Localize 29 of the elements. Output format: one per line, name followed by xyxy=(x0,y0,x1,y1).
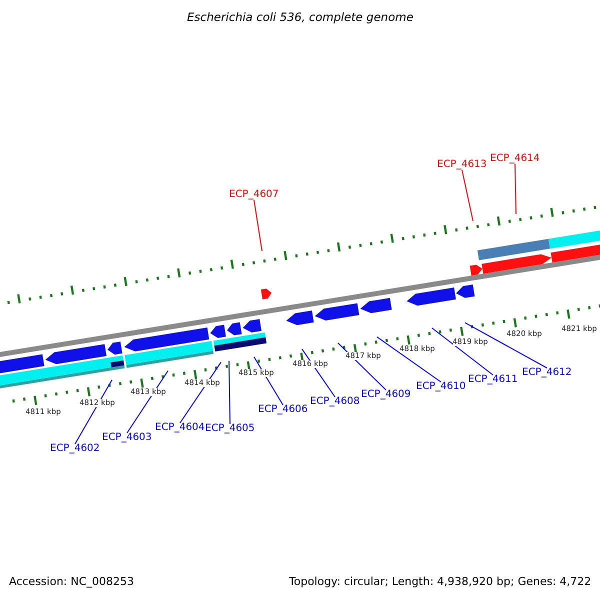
gene-label: ECP_4614 xyxy=(490,154,540,164)
gene-label: ECP_4609 xyxy=(361,390,411,400)
gene-label: ECP_4608 xyxy=(310,397,360,407)
gene-label: ECP_4603 xyxy=(102,433,152,443)
gene-label: ECP_4604 xyxy=(155,423,205,433)
gene-label: ECP_4610 xyxy=(416,382,466,392)
gene-label: ECP_4612 xyxy=(522,368,572,378)
gene-label: ECP_4607 xyxy=(229,190,279,200)
title: Escherichia coli 536, complete genome xyxy=(187,12,414,24)
leader-line xyxy=(254,356,284,406)
leader-line xyxy=(462,170,474,222)
leader-line xyxy=(376,336,442,382)
leader-line xyxy=(228,360,230,424)
gene-label: ECP_4602 xyxy=(50,444,100,454)
gene-label: ECP_4611 xyxy=(468,375,518,385)
leader-line xyxy=(514,164,516,214)
gene-label: ECP_4606 xyxy=(258,405,308,415)
leader-line xyxy=(432,328,494,376)
leader-line xyxy=(74,379,112,444)
leader-line xyxy=(126,370,168,434)
leader-line xyxy=(464,322,548,368)
leader-line xyxy=(180,362,222,424)
footer-text: Accession: NC_008253 xyxy=(9,576,134,586)
gene-label: ECP_4605 xyxy=(205,424,255,434)
gene-label: ECP_4613 xyxy=(437,160,487,170)
footer-text: Topology: circular; Length: 4,938,920 bp; Genes: 4,722 xyxy=(289,576,592,586)
leader-line xyxy=(302,348,336,398)
leader-line xyxy=(338,342,386,390)
leader-line xyxy=(254,200,262,252)
